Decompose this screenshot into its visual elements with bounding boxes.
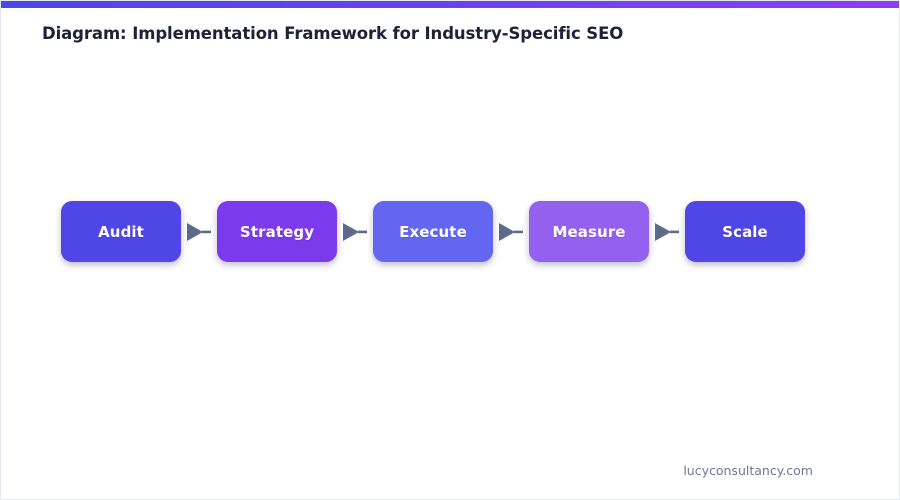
triangle-right-arrow-icon <box>649 201 685 262</box>
process-flow-diagram: Audit Strategy Execute Measure Scale <box>61 201 805 262</box>
flow-step-label: Scale <box>722 222 768 241</box>
flow-step-label: Execute <box>399 222 467 241</box>
footer-url: lucyconsultancy.com <box>683 463 813 478</box>
flow-step-label: Strategy <box>239 222 315 241</box>
triangle-right-arrow-icon <box>337 201 373 262</box>
flow-step-label: Audit <box>98 222 144 241</box>
page-title: Diagram: Implementation Framework for In… <box>42 24 624 43</box>
triangle-right-arrow-icon <box>493 201 529 262</box>
flow-step-strategy[interactable]: Strategy <box>217 201 337 262</box>
flow-step-execute[interactable]: Execute <box>373 201 493 262</box>
triangle-right-arrow-icon <box>181 201 217 262</box>
flow-step-scale[interactable]: Scale <box>685 201 805 262</box>
flow-step-audit[interactable]: Audit <box>61 201 181 262</box>
flow-step-measure[interactable]: Measure <box>529 201 649 262</box>
flow-step-label: Measure <box>552 222 626 241</box>
accent-bar <box>1 1 899 8</box>
